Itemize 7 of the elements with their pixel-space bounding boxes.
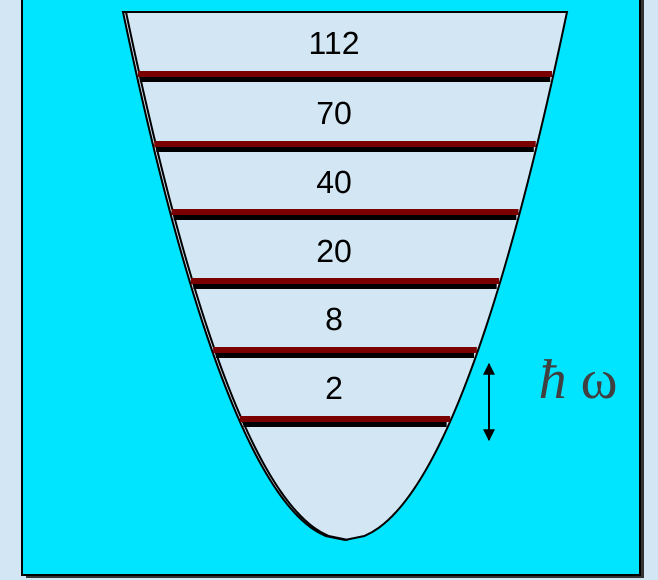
level-occupancy-label: 112 — [308, 27, 360, 59]
level-occupancy-label: 20 — [316, 235, 352, 267]
level-occupancy-label: 40 — [316, 166, 352, 198]
energy-spacing-label: ħ ω — [538, 352, 618, 408]
level-occupancy-label: 70 — [316, 97, 352, 129]
level-occupancy-label: 8 — [325, 303, 343, 335]
level-occupancy-label: 2 — [325, 372, 343, 404]
